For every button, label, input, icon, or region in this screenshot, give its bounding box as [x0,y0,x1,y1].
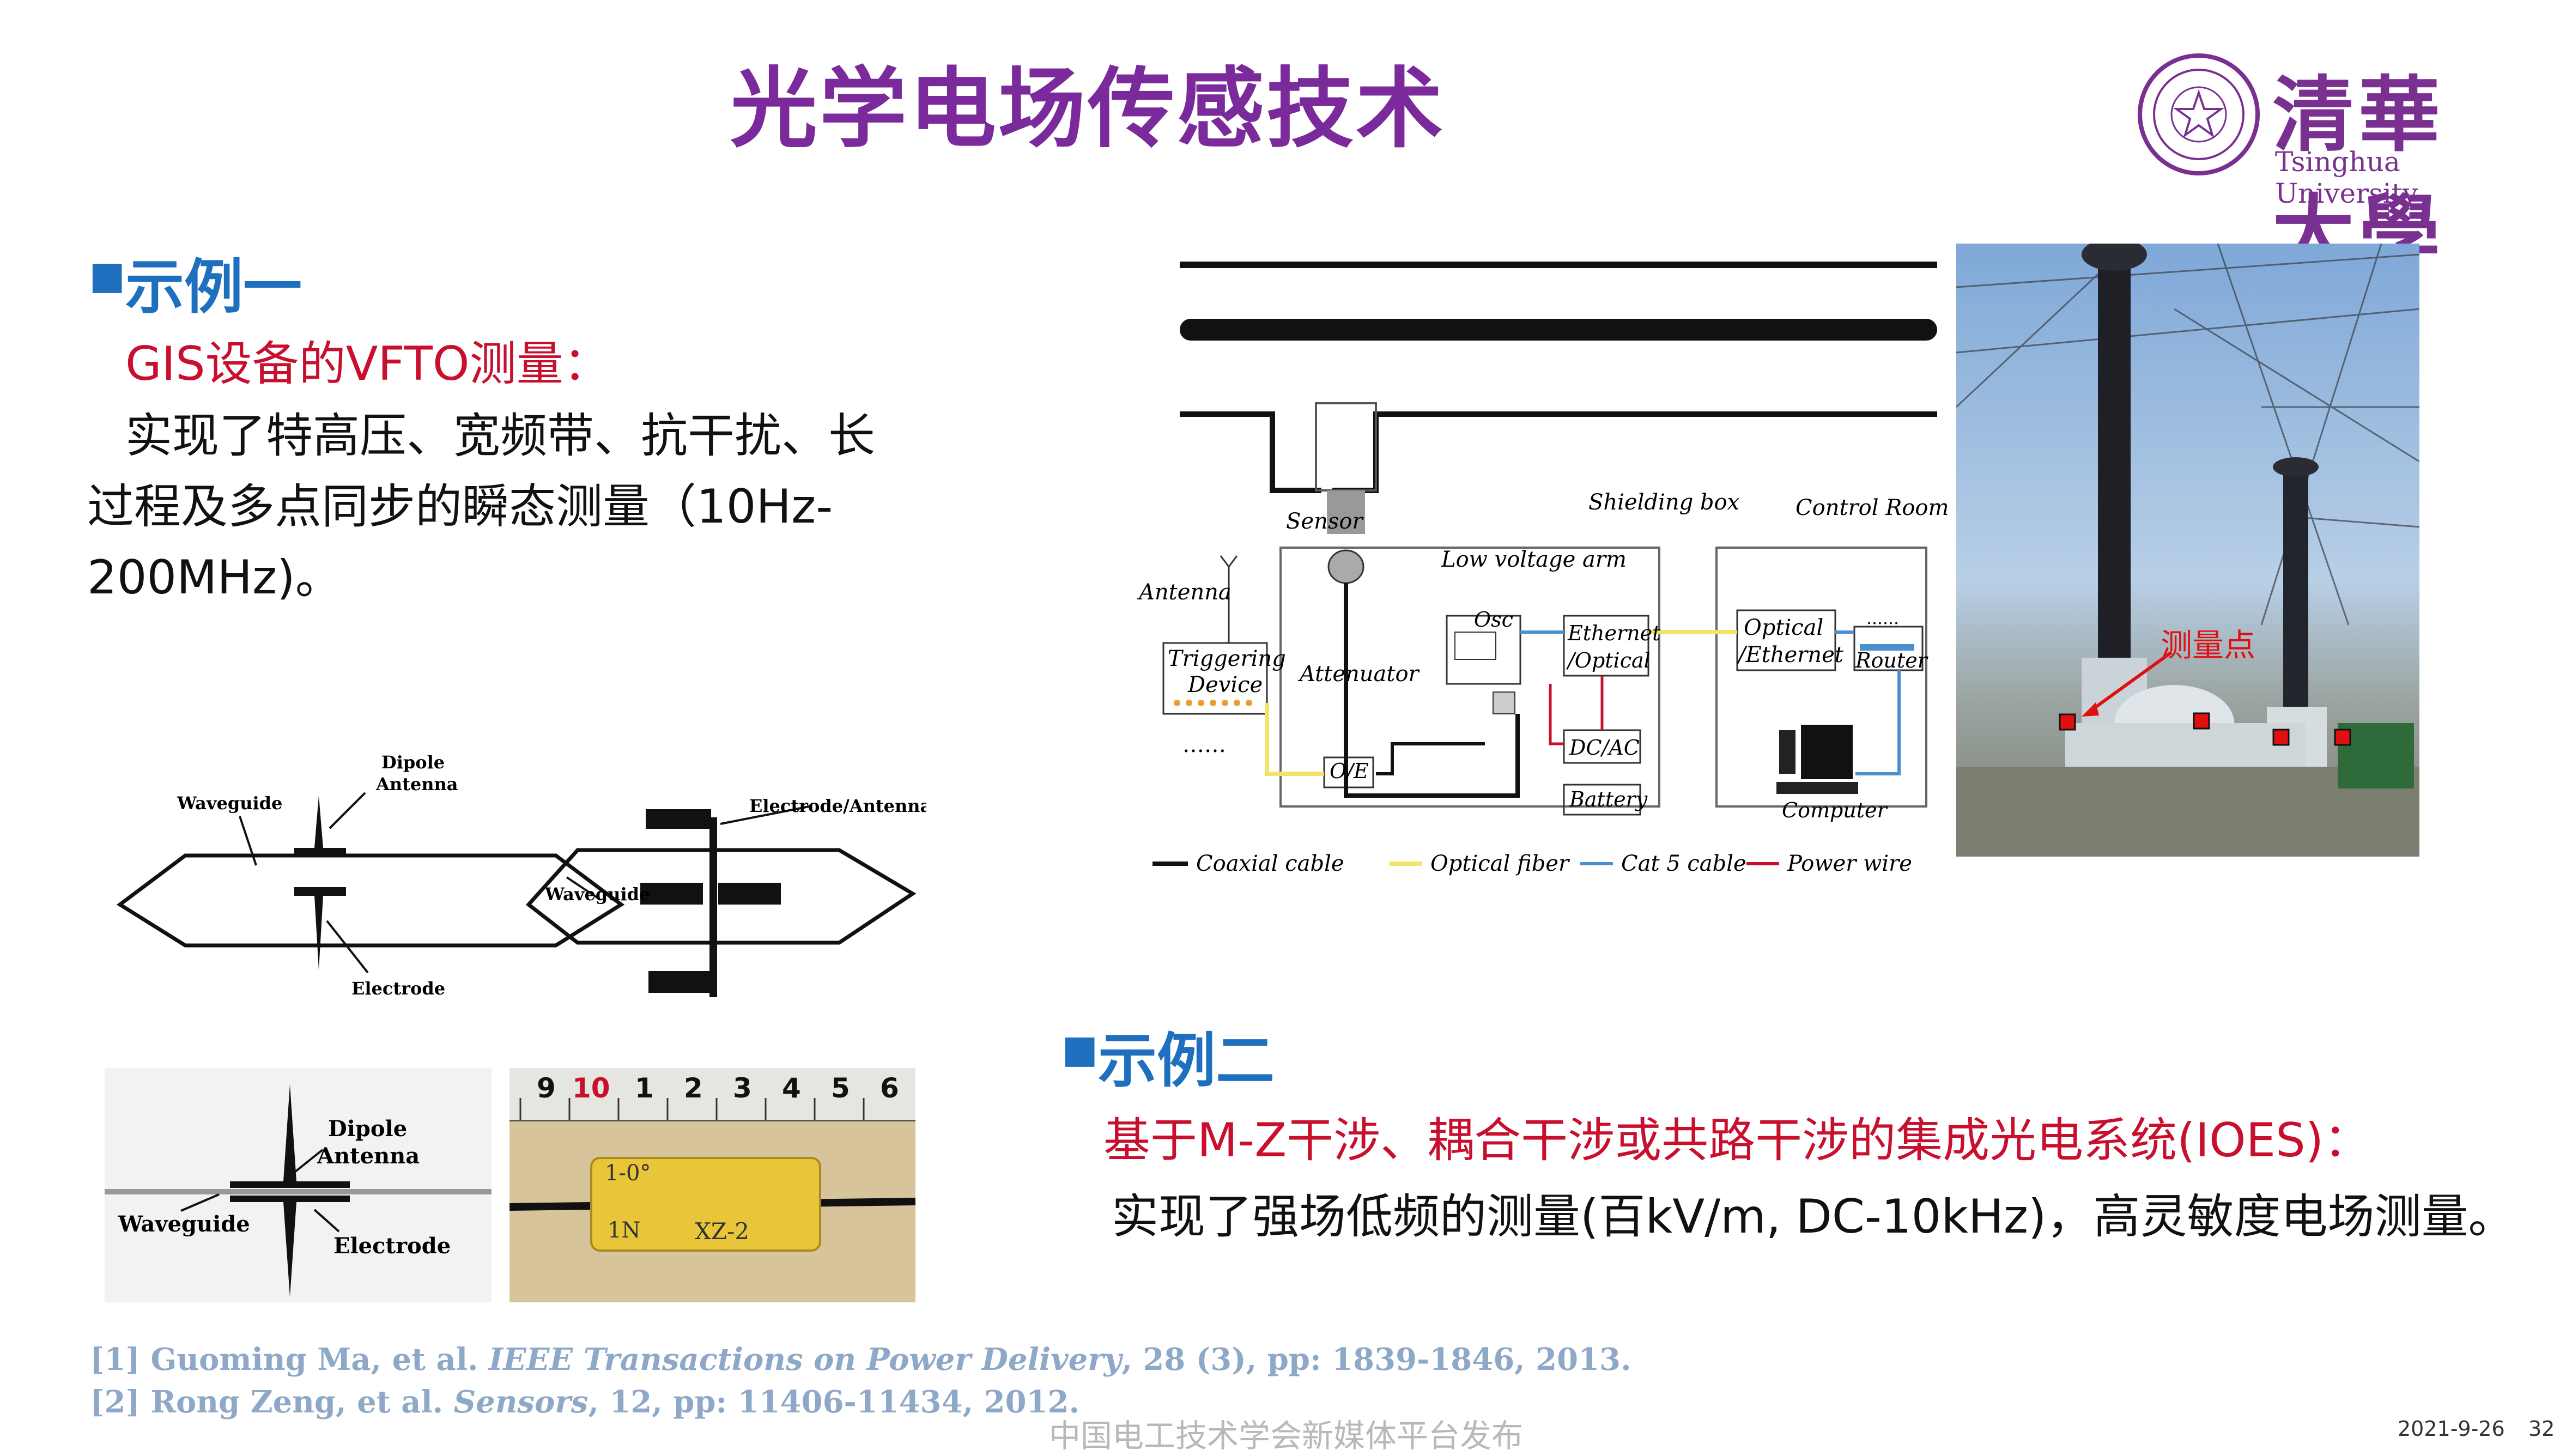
footer-date: 2021-9-26 [2398,1417,2505,1441]
diag-osc: Osc [1474,608,1513,632]
sensor-mark-3: XZ-2 [695,1218,749,1245]
example1-subheading: GIS设备的VFTO测量： [125,337,610,391]
diag-ethernet: Ethernet [1567,621,1661,645]
ruler: 9 10 1 2 3 4 5 6 [509,1068,915,1121]
label-waveguide-left: Waveguide [177,793,282,814]
example1-heading: 示例一 [125,253,302,321]
footer-publisher: 中国电工技术学会新媒体平台发布 [1049,1417,1524,1454]
legend-coaxial: Coaxial cable [1196,851,1344,876]
diag-dots2: …… [1866,609,1899,628]
photo-label-electrode: Electrode [333,1233,451,1259]
reference-1-authors: [1] Guoming Ma, et al. [90,1342,489,1378]
legend-optical: Optical fiber [1430,851,1570,876]
measurement-point-marker-3 [2272,729,2290,746]
label-dipole: Dipole [381,752,445,773]
sensor-mark-2: 1N [608,1218,641,1243]
electrode-bottom-left [294,887,346,896]
diag-control-room: Control Room [1795,495,1949,520]
example1-line1: 实现了特高压、宽频带、抗干扰、长 [125,409,875,463]
diag-ethernet2: /Ethernet [1736,642,1844,668]
photo-label-waveguide: Waveguide [118,1211,250,1237]
tsinghua-seal-icon [2138,53,2260,175]
diag-optical2: Optical [1744,615,1823,640]
reference-2-details: , 12, pp: 11406-11434, 2012. [588,1384,1079,1420]
logo-english: Tsinghua University [2275,146,2418,209]
photo-label-antenna: Antenna [317,1143,420,1169]
sensor-body [590,1157,821,1252]
example2-bullet: ▪ [1060,1014,1100,1082]
diag-router: Router [1855,648,1929,672]
dipole-bottom-left [314,896,323,970]
waveguide-shape-left [116,853,625,948]
measurement-point-marker-1 [2059,713,2076,731]
label-electrode: Electrode [351,978,445,999]
example2-line: 实现了强场低频的测量(百kV/m, DC-10kHz)，高灵敏度电场测量。 [1112,1190,2515,1244]
ruler-10: 10 [572,1072,610,1104]
ruler-5: 5 [831,1072,850,1104]
ruler-2: 2 [684,1072,703,1104]
reference-2: [2] Rong Zeng, et al. Sensors, 12, pp: 1… [90,1384,1079,1420]
reference-1-journal: IEEE Transactions on Power Delivery [489,1342,1122,1378]
diag-optical: /Optical [1566,648,1651,672]
example2-subheading: 基于M-Z干涉、耦合干涉或共路干涉的集成光电系统(IOES)： [1103,1113,2371,1168]
label-electrode-antenna: Electrode/Antenna [749,796,926,816]
measurement-point-marker-4 [2334,729,2351,746]
shielding-box [1279,547,1660,808]
example2-heading: 示例二 [1098,1027,1275,1095]
ruler-1: 1 [635,1072,654,1104]
diag-oe: O/E [1330,759,1369,783]
ruler-6: 6 [880,1072,899,1104]
electrode-bar-vertical [709,817,717,997]
example1-line3: 200MHz)。 [87,550,342,605]
legend-power: Power wire [1787,851,1912,876]
reference-1-details: , 28 (3), pp: 1839-1846, 2013. [1121,1342,1631,1378]
diag-computer: Computer [1782,798,1889,822]
diag-low-voltage-arm: Low voltage arm [1441,547,1627,572]
measurement-system-diagram: Sensor Low voltage arm Shielding box Con… [1137,262,1949,876]
label-antenna: Antenna [375,774,458,794]
reference-2-journal: Sensors [453,1384,589,1420]
dipole-top-left [314,796,323,848]
diag-dots1: …… [1182,732,1226,757]
diag-sensor: Sensor [1286,509,1364,534]
diag-device: Device [1187,672,1263,697]
measurement-point-marker-2 [2193,712,2210,730]
ruler-3: 3 [733,1072,752,1104]
reference-2-authors: [2] Rong Zeng, et al. [90,1384,454,1420]
university-logo: 清華大學 Tsinghua University [2136,49,2528,281]
diag-attenuator: Attenuator [1297,662,1421,687]
electrode-top-left [294,848,346,857]
reference-1: [1] Guoming Ma, et al. IEEE Transactions… [90,1342,1631,1378]
sensor-photo: 9 10 1 2 3 4 5 6 1-0° 1N XZ-2 [509,1068,915,1302]
sensor-mark-1: 1-0° [605,1161,651,1186]
ruler-9: 9 [537,1072,556,1104]
sensor-schematic-diagram: Waveguide Dipole Antenna Electrode Elect… [116,752,926,999]
page-title: 光学电场传感技术 [730,58,1446,160]
waveguide-shape-right [525,848,917,945]
diag-shielding-box: Shielding box [1588,490,1739,515]
label-waveguide-right: Waveguide [544,884,650,905]
diag-triggering: Triggering [1168,646,1286,671]
footer-page-number: 32 [2528,1417,2555,1441]
dipole-antenna-illustration: Dipole Antenna Waveguide Electrode [105,1068,492,1302]
example1-bullet: ▪ [87,240,128,308]
example1-line2: 过程及多点同步的瞬态测量（10Hz- [87,480,833,534]
diag-battery: Battery [1569,787,1648,811]
diag-antenna: Antenna [1137,580,1232,605]
diag-dcac: DC/AC [1569,736,1640,760]
ruler-4: 4 [782,1072,801,1104]
substation-photo: 测量点 [1956,244,2419,857]
control-room-box [1715,547,1927,808]
photo-label-dipole: Dipole [328,1116,407,1142]
measurement-point-label: 测量点 [2161,627,2256,664]
legend-cat5: Cat 5 cable [1621,851,1746,876]
